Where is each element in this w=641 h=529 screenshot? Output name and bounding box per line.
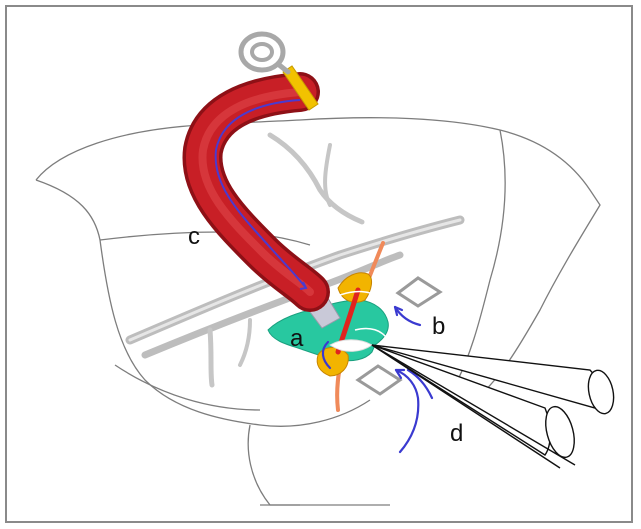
label-a: a (290, 325, 304, 352)
label-d: d (450, 420, 463, 447)
label-c: c (188, 223, 200, 250)
label-b: b (432, 313, 445, 340)
